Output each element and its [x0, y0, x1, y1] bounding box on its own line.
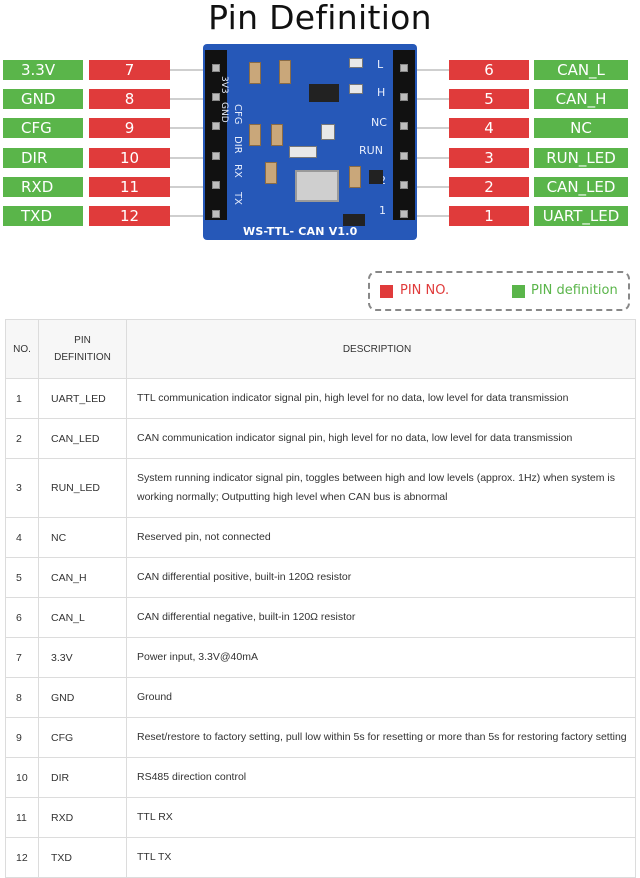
pin-def-label: CAN_L [534, 60, 628, 80]
connector-line [413, 69, 449, 71]
pin-no-label: 9 [89, 118, 170, 138]
legend-red-swatch [380, 285, 393, 298]
silk-rx: RX [232, 164, 243, 178]
connector-line [170, 98, 206, 100]
connector-line [170, 215, 206, 217]
pin-def-label: TXD [3, 206, 83, 226]
connector-line [170, 157, 206, 159]
pin-no-label: 2 [449, 177, 529, 197]
connector-line [170, 186, 206, 188]
left-pin-header [205, 50, 227, 220]
pin-def-label: GND [3, 89, 83, 109]
pin-def-label: UART_LED [534, 206, 628, 226]
silk-nc: NC [371, 116, 387, 129]
connector-line [170, 69, 206, 71]
legend-green-label: PIN definition [531, 283, 618, 298]
header-description: DESCRIPTION [126, 319, 636, 379]
pin-def-label: CFG [3, 118, 83, 138]
pin-no-label: 10 [89, 148, 170, 168]
pin-def-label: CAN_LED [534, 177, 628, 197]
table-row: 3 RUN_LED System running indicator signa… [5, 458, 636, 518]
table-row: 4 NC Reserved pin, not connected [5, 517, 636, 558]
pin-no-label: 1 [449, 206, 529, 226]
connector-line [413, 98, 449, 100]
pin-no-label: 8 [89, 89, 170, 109]
table-row: 6 CAN_L CAN differential negative, built… [5, 597, 636, 638]
legend: PIN NO. PIN definition [368, 271, 630, 311]
table-row: 11 RXD TTL RX [5, 797, 636, 838]
table-row: 7 3.3V Power input, 3.3V@40mA [5, 637, 636, 678]
header-pin-definition: PIN DEFINITION [38, 319, 127, 379]
connector-line [413, 127, 449, 129]
silk-3v3: 3V3 [219, 76, 229, 94]
silk-gnd: GND [219, 102, 229, 123]
connector-line [170, 127, 206, 129]
table-row: 12 TXD TTL TX [5, 837, 636, 878]
crystal-oscillator [295, 170, 339, 202]
silk-l: L [377, 58, 384, 71]
pin-def-label: RXD [3, 177, 83, 197]
silk-tx: TX [232, 192, 243, 205]
connector-line [413, 157, 449, 159]
pin-no-label: 12 [89, 206, 170, 226]
right-pin-header [393, 50, 415, 220]
silk-dir: DIR [232, 136, 243, 154]
pin-description-table: NO. PIN DEFINITION DESCRIPTION 1 UART_LE… [5, 319, 636, 878]
pin-def-label: 3.3V [3, 60, 83, 80]
pin-no-label: 11 [89, 177, 170, 197]
table-row: 1 UART_LED TTL communication indicator s… [5, 378, 636, 419]
silk-h: H [377, 86, 386, 99]
pin-no-label: 3 [449, 148, 529, 168]
pin-def-label: RUN_LED [534, 148, 628, 168]
header-no: NO. [5, 319, 39, 379]
table-row: 5 CAN_H CAN differential positive, built… [5, 557, 636, 598]
silk-1: 1 [379, 204, 386, 217]
silk-run: RUN [359, 144, 383, 157]
connector-line [413, 186, 449, 188]
pin-def-label: CAN_H [534, 89, 628, 109]
page-title: Pin Definition [208, 0, 432, 37]
pin-def-label: NC [534, 118, 628, 138]
module-board-image: 3V3 GND CFG DIR RX TX L H NC RUN 2 1 WS-… [203, 44, 417, 240]
connector-line [413, 215, 449, 217]
pin-no-label: 5 [449, 89, 529, 109]
table-row: 9 CFG Reset/restore to factory setting, … [5, 717, 636, 758]
pin-def-label: DIR [3, 148, 83, 168]
board-label: WS-TTL- CAN V1.0 [243, 225, 358, 238]
table-row: 10 DIR RS485 direction control [5, 757, 636, 798]
legend-green-swatch [512, 285, 525, 298]
table-header-row: NO. PIN DEFINITION DESCRIPTION [5, 319, 636, 379]
silk-cfg: CFG [232, 104, 243, 125]
pin-no-label: 6 [449, 60, 529, 80]
pin-no-label: 7 [89, 60, 170, 80]
table-row: 2 CAN_LED CAN communication indicator si… [5, 418, 636, 459]
table-row: 8 GND Ground [5, 677, 636, 718]
pin-no-label: 4 [449, 118, 529, 138]
ic-chip [309, 84, 339, 102]
legend-red-label: PIN NO. [400, 283, 450, 298]
